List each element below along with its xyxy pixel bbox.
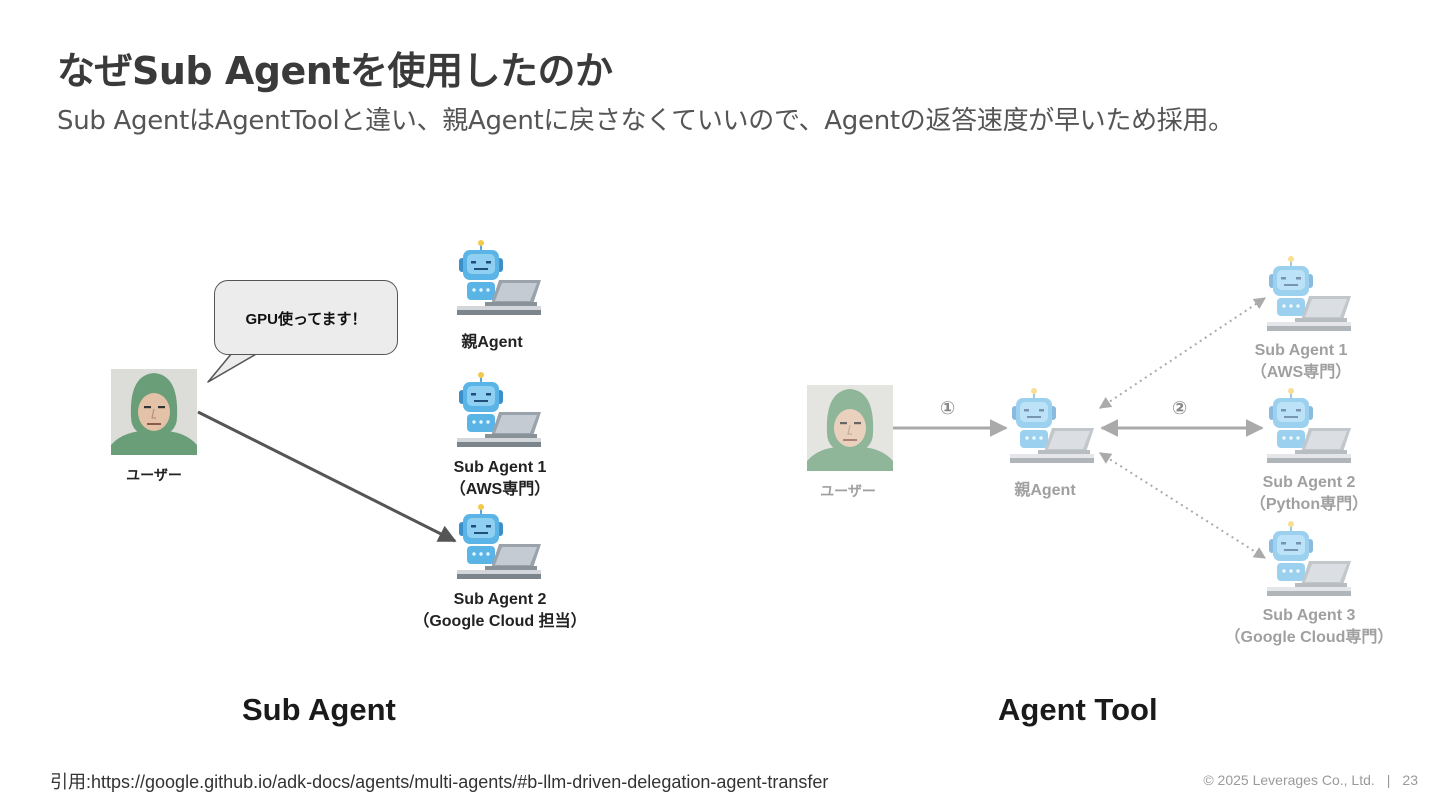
slide-subtitle: Sub AgentはAgentToolと違い、親Agentに戻さなくていいので、… [57,106,1234,136]
sub-agent1-role-right: （AWS専門） [1250,364,1352,381]
slide-title: なぜSub Agentを使用したのか [57,49,613,93]
sub-agent2-label-left: Sub Agent 2 （Google Cloud 担当） [395,589,605,633]
sub-agent1-robot-icon [455,372,545,452]
step2-number: ② [1172,398,1188,419]
page-number: 23 [1402,772,1418,788]
sub-agent1-label-right: Sub Agent 1 （AWS専門） [1221,340,1381,384]
speech-bubble-tail [207,352,259,383]
user-photo-left [111,369,197,455]
user-label-right: ユーザー [820,483,876,499]
sub-agent2-role-right: （Python専門） [1249,496,1369,513]
section-label-sub-agent: Sub Agent [242,692,396,727]
sub-agent1-name: Sub Agent 1 [453,459,547,476]
speech-bubble [214,280,398,355]
user-photo-right [807,385,893,471]
parent-agent-robot-icon [455,240,545,320]
sub-agent3-robot-icon-right [1265,521,1355,601]
arrow-user-to-subagent2 [197,410,457,543]
sub-agent2-name: Sub Agent 2 [453,591,547,608]
sub-agent1-robot-icon-right [1265,256,1355,336]
sub-agent3-name-right: Sub Agent 3 [1262,607,1356,624]
user-label-left: ユーザー [126,467,182,483]
sub-agent1-label-left: Sub Agent 1 （AWS専門） [420,457,580,501]
sub-agent3-label-right: Sub Agent 3 （Google Cloud専門） [1204,605,1414,649]
parent-agent-robot-icon-right [1008,388,1098,468]
citation-link[interactable]: 引用:https://google.github.io/adk-docs/age… [50,772,829,792]
footer: © 2025 Leverages Co., Ltd.|23 [1203,772,1418,788]
sub-agent1-role: （AWS専門） [449,481,551,498]
footer-copyright: © 2025 Leverages Co., Ltd. [1203,772,1375,788]
parent-agent-label-left: 親Agent [461,334,523,351]
sub-agent2-robot-icon-right [1265,388,1355,468]
sub-agent3-role-right: （Google Cloud専門） [1224,629,1394,646]
sub-agent1-name-right: Sub Agent 1 [1254,342,1348,359]
sub-agent2-robot-icon [455,504,545,584]
parent-agent-label-right: 親Agent [1014,482,1076,499]
arrow-dotted-sub3 [1098,452,1267,559]
section-label-agent-tool: Agent Tool [998,692,1158,727]
sub-agent2-label-right: Sub Agent 2 （Python専門） [1219,472,1399,516]
step1-number: ① [940,398,956,419]
sub-agent2-role: （Google Cloud 担当） [413,613,587,630]
sub-agent2-name-right: Sub Agent 2 [1262,474,1356,491]
speech-bubble-text: GPU使ってます！ [245,311,367,328]
